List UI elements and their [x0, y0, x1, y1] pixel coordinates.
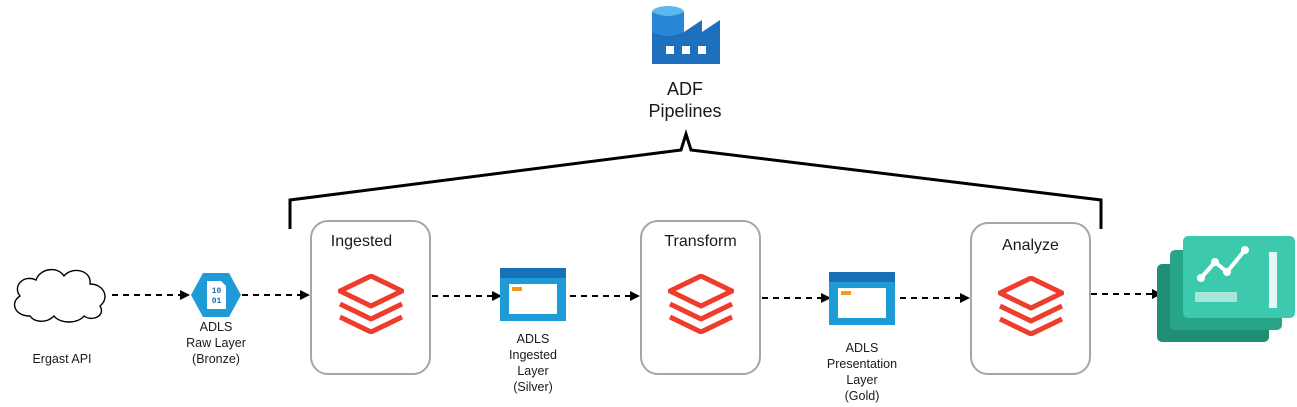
data-factory-icon — [652, 6, 720, 64]
gold-store-line4: (Gold) — [844, 389, 880, 403]
gold-store-line1: ADLS — [845, 341, 879, 355]
stage-transform-title: Transform — [664, 233, 737, 250]
adls-gold-icon — [829, 272, 895, 325]
databricks-icon — [668, 274, 734, 334]
adf-label-line2: Pipelines — [648, 101, 722, 121]
gold-store-label: ADLS Presentation Layer (Gold) — [812, 340, 912, 404]
cloud-icon — [13, 269, 106, 323]
silver-store-line2: Ingested — [509, 348, 557, 362]
adls-raw-icon: 10 01 — [191, 273, 241, 317]
adf-label: ADF Pipelines — [620, 78, 750, 122]
stage-ingested-title: Ingested — [330, 233, 393, 250]
stage-analyze: Analyze — [970, 222, 1091, 375]
gold-store-line2: Presentation — [826, 357, 898, 371]
source-label: Ergast API — [32, 352, 92, 366]
adf-pipeline-bracket — [288, 128, 1103, 229]
silver-store-line1: ADLS — [516, 332, 550, 346]
databricks-icon — [338, 274, 404, 334]
silver-store-line4: (Silver) — [513, 380, 553, 394]
raw-store-line1: ADLS — [199, 320, 233, 334]
stage-transform: Transform — [640, 220, 761, 375]
stage-analyze-title: Analyze — [1002, 237, 1059, 254]
adls-silver-icon — [500, 268, 566, 321]
raw-store-label: ADLS Raw Layer (Bronze) — [166, 319, 266, 367]
databricks-icon — [998, 276, 1064, 336]
dashboard-icon — [1157, 236, 1295, 342]
silver-store-label: ADLS Ingested Layer (Silver) — [483, 331, 583, 395]
gold-store-line3: Layer — [846, 373, 878, 387]
svg-text:01: 01 — [212, 297, 222, 306]
silver-store-line3: Layer — [517, 364, 549, 378]
svg-text:10: 10 — [212, 287, 222, 296]
raw-store-line2: Raw Layer — [186, 336, 246, 350]
raw-store-line3: (Bronze) — [192, 352, 240, 366]
adf-label-line1: ADF — [667, 79, 703, 99]
stage-ingested: Ingested — [310, 220, 431, 375]
